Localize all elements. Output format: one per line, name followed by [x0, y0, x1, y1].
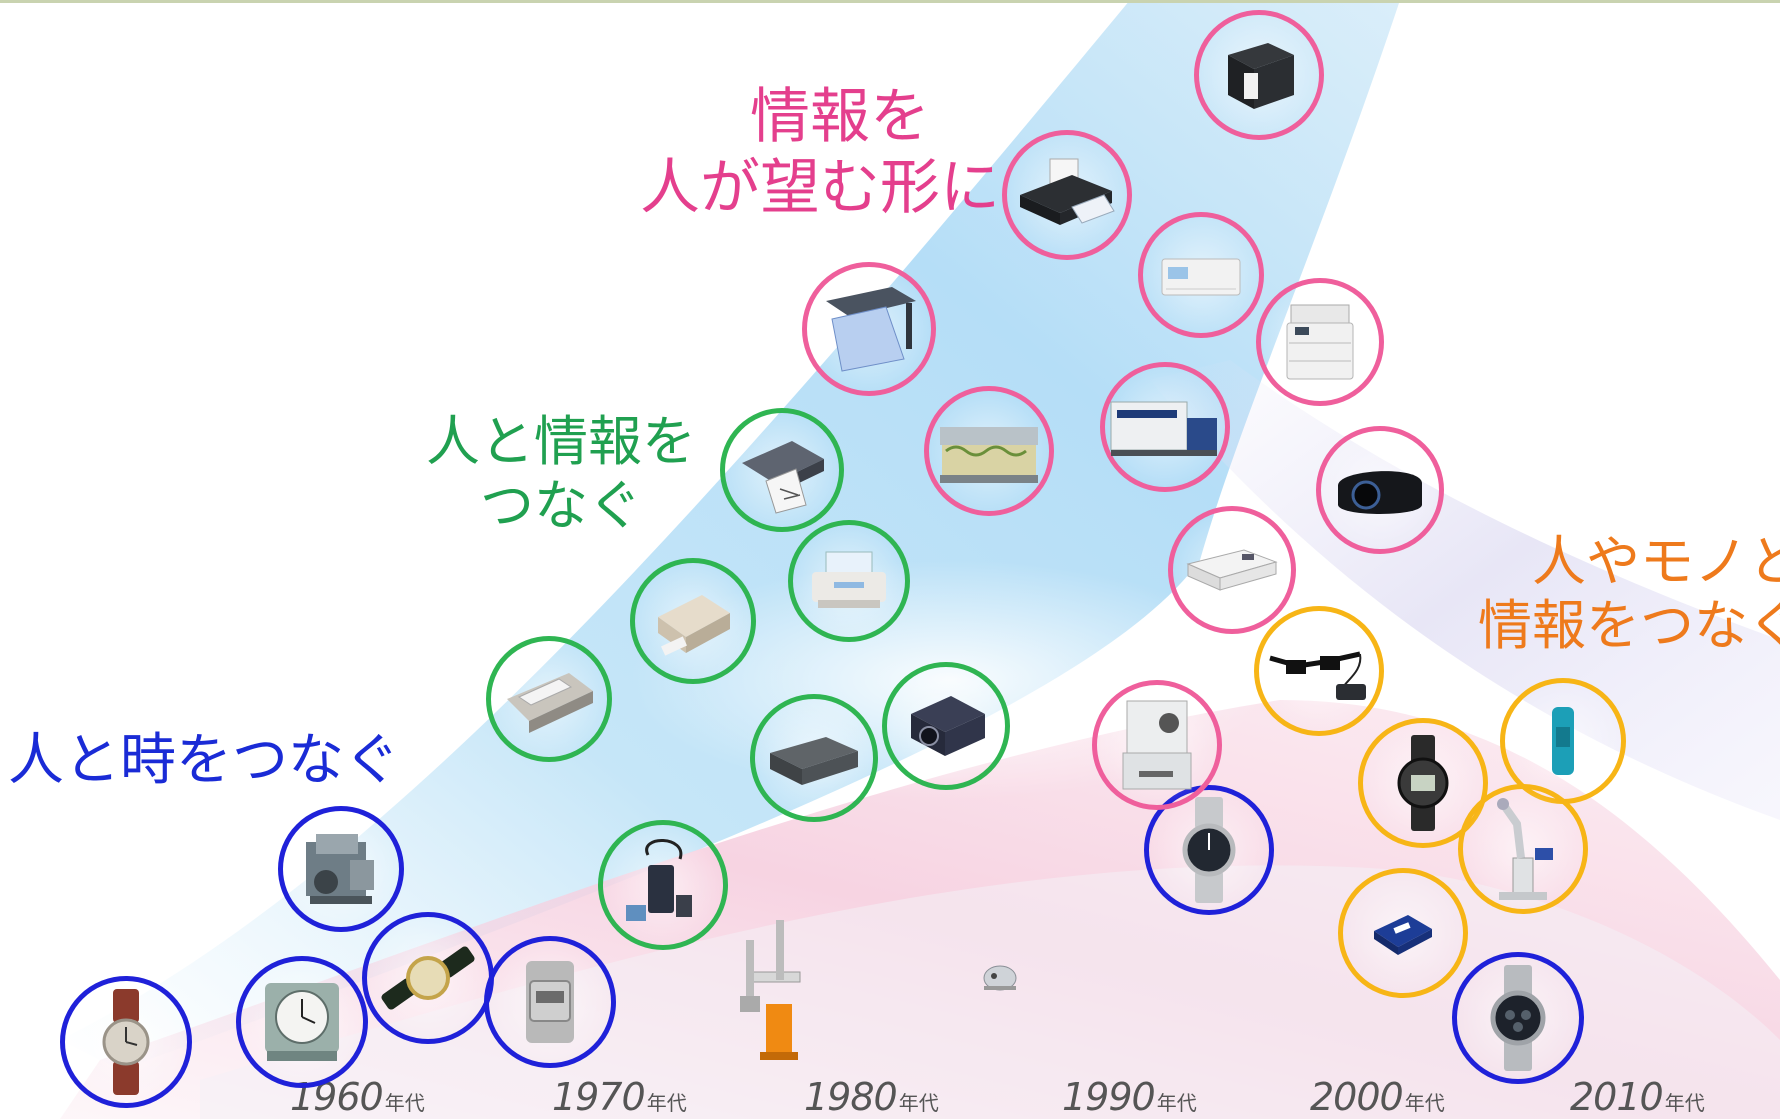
activity-band-icon	[1500, 678, 1626, 804]
home-projector-icon	[1316, 426, 1444, 554]
table-clock-icon	[236, 956, 368, 1088]
heading-people-things-line2: 情報をつなぐ	[1478, 593, 1780, 657]
wristwatch-leather-icon	[60, 976, 192, 1108]
heading-people-info-line1: 人と情報を	[426, 410, 696, 473]
chronograph-watch-icon	[1452, 952, 1584, 1084]
quartz-watch-icon	[362, 912, 494, 1044]
scara-robot-icon	[730, 912, 820, 1062]
heading-info-to-shape: 情報を 人が望む形に	[640, 82, 1000, 224]
large-format-printer-icon	[802, 262, 936, 396]
gps-running-watch-icon	[1358, 718, 1488, 848]
heading-people-things-line1: 人やモノと	[1532, 530, 1780, 593]
sensor-module-icon	[1338, 868, 1468, 998]
lcd-projector-icon	[882, 662, 1010, 790]
inkjet-printer-icon	[788, 520, 910, 642]
compact-printer-icon	[630, 558, 756, 684]
textile-printer-icon	[924, 386, 1054, 516]
photo-kiosk-printer-icon	[1092, 680, 1222, 810]
heading-people-info: 人と情報を つなぐ	[426, 410, 696, 537]
home-printer-icon	[1138, 212, 1264, 338]
label-printer-icon	[1194, 10, 1324, 140]
heading-people-info-line2: つなぐ	[480, 473, 642, 537]
plotter-printer-icon	[720, 408, 844, 532]
ultra-short-throw-projector-icon	[1168, 506, 1296, 634]
heading-info-line2: 人が望む形に	[640, 152, 1000, 223]
heading-info-line1: 情報を	[750, 82, 930, 152]
dot-matrix-printer-icon	[486, 636, 612, 762]
ink-tank-printer-icon	[1002, 130, 1132, 260]
printing-timer-mechanism-icon	[278, 806, 404, 932]
smart-glasses-icon	[1254, 606, 1384, 736]
business-printer-icon	[1256, 278, 1384, 406]
heading-people-time: 人と時をつなぐ	[8, 728, 400, 794]
digital-watch-icon	[484, 936, 616, 1068]
heading-people-time-line1: 人と時をつなぐ	[8, 728, 400, 793]
microscope-robot-icon	[1458, 784, 1588, 914]
industrial-printer-icon	[1100, 362, 1230, 492]
heading-people-things-info: 人やモノと 情報をつなぐ	[1478, 530, 1780, 657]
top-rule	[0, 0, 1780, 3]
micro-robot-icon	[978, 958, 1022, 992]
handheld-terminal-icon	[598, 820, 728, 950]
portable-printer-icon	[750, 694, 878, 822]
